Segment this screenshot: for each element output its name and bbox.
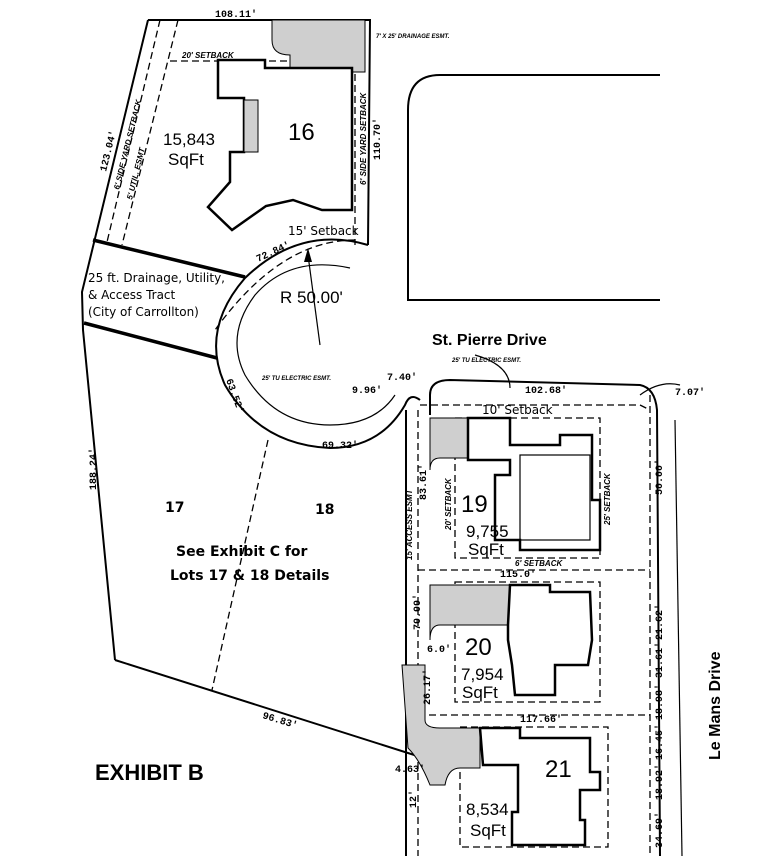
electric-esmt-label-2: 25' TU ELECTRIC ESMT. (451, 358, 521, 364)
dim-5000: 50.00' (654, 459, 666, 495)
lot-16-area: 15,843 (163, 130, 215, 149)
setback-15-label: 15' Setback (288, 224, 359, 238)
dim-102: 102.68' (525, 385, 567, 397)
lot-20-number: 20 (465, 634, 492, 661)
street-le-mans: Le Mans Drive (707, 651, 724, 760)
lot-19-setback (454, 417, 601, 559)
lot-16-patio (243, 99, 259, 153)
dim-70: 70.00' (412, 594, 424, 630)
see-exhibit-line1: See Exhibit C for (176, 544, 308, 560)
dim-63: 63.52' (222, 377, 246, 415)
access-esmt-label: 15' ACCESS ESMT (405, 488, 414, 560)
tract-label-1: 25 ft. Drainage, Utility, (88, 271, 225, 285)
lot-19-number: 19 (461, 491, 488, 518)
lot-21-unit: SqFt (470, 821, 506, 840)
tract-label-3: (City of Carrollton) (88, 305, 199, 319)
dim-188: 188.24' (88, 448, 100, 490)
drainage-easement-area (271, 19, 366, 73)
dim-3469: 34.69' (654, 812, 666, 848)
front-setback-19 (420, 404, 651, 411)
lot-16-house (206, 58, 354, 232)
street-st-pierre: St. Pierre Drive (432, 332, 547, 349)
lot-18-number: 18 (315, 502, 334, 518)
lot-19-area: 9,755 (466, 522, 509, 541)
setback-20-side-label: 20' SETBACK (444, 477, 453, 531)
dim-69: 69.32' (322, 440, 358, 452)
lot-20-setback (454, 581, 601, 703)
side-yard-right-label: 6' SIDE YARD SETBACK (359, 91, 368, 185)
dim-1892: 18.92' (654, 764, 666, 800)
dim-8361: 83.61' (418, 464, 430, 500)
lot-19-interior (519, 454, 591, 541)
road-curb-st-pierre (429, 378, 661, 856)
dim-996: 9.96' (352, 385, 382, 397)
road-curb-northeast (407, 74, 660, 301)
lot-20-area: 7,954 (461, 665, 504, 684)
setback-25-label: 25' SETBACK (603, 472, 612, 526)
driveway-20 (429, 584, 511, 641)
driveway-19 (429, 417, 469, 471)
lot-21-setback (459, 726, 609, 848)
dim-1645: 16.45' (654, 724, 666, 760)
setback-10-label: 10' Setback (482, 403, 553, 417)
dim-2162: 21.62' (654, 604, 666, 640)
setback-6-label: 6' SETBACK (515, 559, 563, 568)
lot-19-unit: SqFt (468, 540, 504, 559)
setback-15-arc (214, 239, 356, 331)
lot-19-house (466, 416, 602, 552)
dim-60: 6.0' (427, 644, 451, 656)
lot-16-number: 16 (288, 119, 315, 146)
cul-de-sac-inner (236, 264, 396, 426)
radius-arrowhead (304, 248, 312, 262)
dim-12: 12' (408, 790, 420, 808)
drainage-esmt-label: 7' X 25' DRAINAGE ESMT. (376, 34, 450, 40)
util-esmt-line (121, 19, 179, 246)
lot-20-unit: SqFt (462, 683, 498, 702)
dim-1898: 18.98' 31.61' (654, 642, 666, 720)
lot-16-unit: SqFt (168, 150, 204, 169)
exhibit-title: EXHIBIT B (95, 760, 204, 785)
electric-esmt-label-1: 25' TU ELECTRIC ESMT. (261, 376, 331, 382)
dim-463: 4.63' (395, 764, 425, 776)
road-curb-le-mans-outer (674, 419, 683, 856)
lot-21-house (478, 726, 602, 847)
cul-de-sac-outer (215, 238, 421, 450)
lot-17-number: 17 (165, 500, 184, 516)
dim-72: 72.84' (255, 240, 293, 266)
dim-707: 7.07' (675, 387, 705, 399)
tract-line-north (92, 238, 246, 279)
see-exhibit-line2: Lots 17 & 18 Details (170, 568, 329, 584)
dim-2617: 26.17' (422, 669, 434, 705)
dim-108: 108.11' (215, 9, 257, 21)
tract-label-2: & Access Tract (88, 288, 176, 302)
tract-line-south (83, 321, 218, 360)
south-boundary (114, 659, 431, 761)
west-boundary (80, 19, 149, 661)
lot-20-house (506, 583, 594, 697)
setback-20-label: 20' SETBACK (181, 51, 235, 60)
radius-arrow (307, 254, 321, 346)
dim-740: 7.40' (387, 372, 417, 384)
lot-17-18-divider (211, 439, 269, 691)
dim-110: 110.70' (372, 118, 384, 160)
driveway-21 (401, 664, 481, 786)
lot-21-number: 21 (545, 756, 572, 783)
dim-117: 117.66' (520, 714, 562, 726)
lot-16-boundary (148, 19, 372, 246)
lot-21-area: 8,534 (466, 800, 509, 819)
dim-96: 96.83' (261, 710, 299, 732)
esmt-leader-1 (474, 354, 511, 389)
radius-label: R 50.00' (280, 288, 343, 307)
side-yard-setback-line (106, 19, 161, 243)
esmt-leader-2 (639, 383, 681, 396)
dim-115: 115.0' (500, 569, 536, 581)
